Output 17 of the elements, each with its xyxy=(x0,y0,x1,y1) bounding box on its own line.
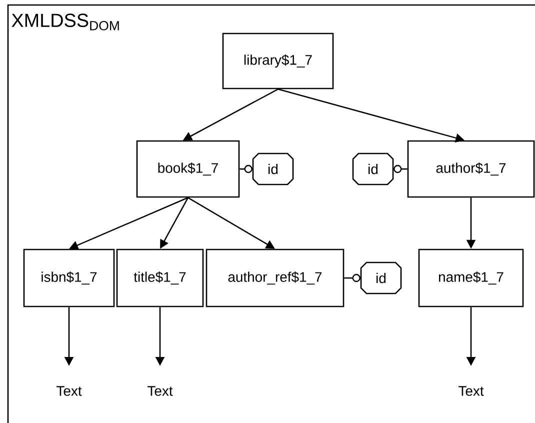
element-box: isbn$1_7 xyxy=(23,248,115,308)
attribute-octagon: id xyxy=(352,152,394,186)
element-box: author$1_7 xyxy=(407,140,535,198)
connector xyxy=(240,164,252,174)
element-box: name$1_7 xyxy=(418,248,524,308)
element-box: title$1_7 xyxy=(116,248,204,308)
element-box: library$1_7 xyxy=(222,32,334,90)
text-label: Text xyxy=(56,386,82,396)
connector xyxy=(394,164,408,174)
element-box: author_ref$1_7 xyxy=(206,248,344,308)
diagram-title: XMLDSS$_{DOM}$ xyxy=(12,14,119,30)
attribute-octagon: id xyxy=(252,152,294,186)
text-label: Text xyxy=(458,386,484,396)
element-box: book$1_7 xyxy=(136,140,240,198)
text-label: Text xyxy=(148,386,173,396)
attribute-octagon: id xyxy=(360,262,402,294)
connector xyxy=(344,274,360,282)
